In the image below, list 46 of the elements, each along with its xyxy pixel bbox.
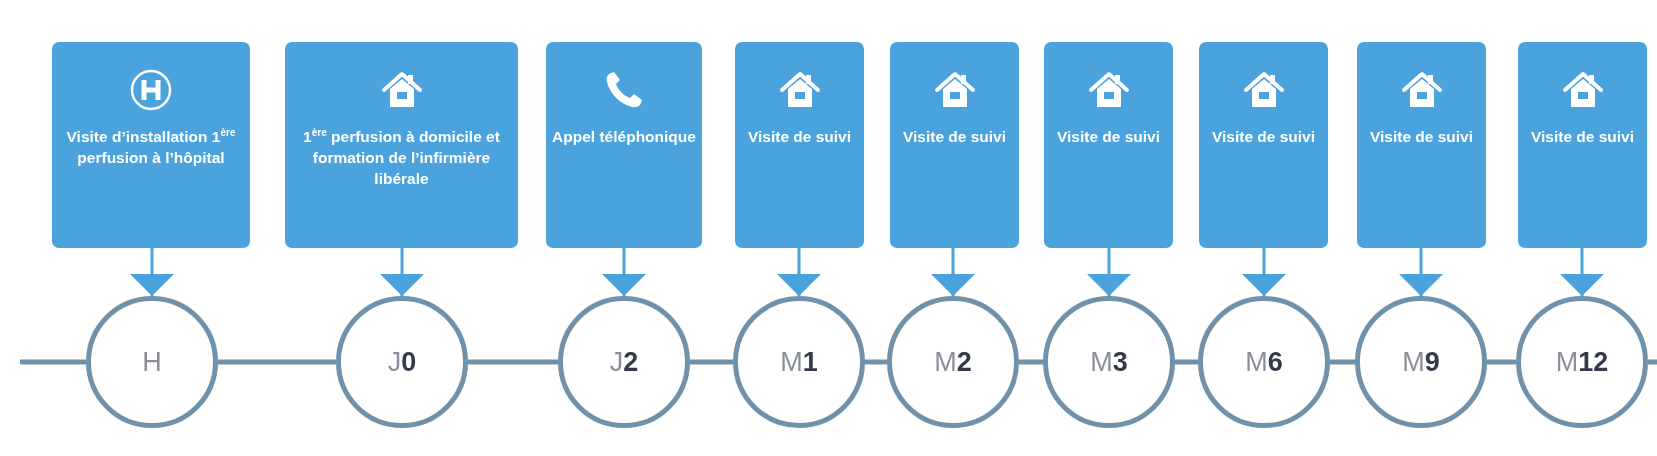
callout-text: Visite d’installation 1$^{ère}$ perfusion à l’hôpital [65, 126, 237, 168]
milestone-label: J2 [609, 346, 639, 378]
callout-box [1199, 42, 1328, 248]
callout-box [1357, 42, 1486, 248]
callout-pointer [602, 248, 646, 296]
callout-box [1044, 42, 1173, 248]
timeline-line [468, 359, 558, 365]
timeline-line [865, 359, 887, 365]
callout-text: Visite de suivi [746, 127, 853, 147]
timeline-line [1019, 359, 1043, 365]
timeline-line [20, 359, 86, 365]
callout-box [735, 42, 864, 248]
callout-text: Visite de suivi [1055, 127, 1162, 147]
callout-text: Visite de suivi [901, 127, 1008, 147]
milestone-label: M12 [1555, 346, 1609, 378]
callout-box [52, 42, 250, 248]
callout-pointer [1560, 248, 1604, 296]
callout-text: Appel téléphonique [551, 127, 697, 147]
milestone-label: H [142, 346, 162, 378]
callout-box [546, 42, 702, 248]
callout-text: Visite de suivi [1529, 127, 1636, 147]
milestone-label: M3 [1090, 346, 1128, 378]
callout-text: Visite de suivi [1368, 127, 1475, 147]
milestone-label: M1 [780, 346, 818, 378]
callout-box [1518, 42, 1647, 248]
timeline-line [1648, 359, 1657, 365]
timeline-line [1330, 359, 1355, 365]
callout-pointer [1242, 248, 1286, 296]
callout-box [890, 42, 1019, 248]
timeline-line [218, 359, 336, 365]
callout-pointer [380, 248, 424, 296]
milestone-label: M9 [1402, 346, 1440, 378]
callout-pointer [931, 248, 975, 296]
callout-box [285, 42, 518, 248]
milestone-label: M2 [934, 346, 972, 378]
callout-text: Visite de suivi [1210, 127, 1317, 147]
timeline-line [690, 359, 733, 365]
timeline-line [1175, 359, 1198, 365]
callout-pointer [1399, 248, 1443, 296]
callout-text: 1$^{ère}$ perfusion à domicile et formation de l’infirmière libérale [302, 126, 501, 189]
milestone-label: J0 [387, 346, 417, 378]
callout-pointer [777, 248, 821, 296]
callout-pointer [130, 248, 174, 296]
callout-pointer [1087, 248, 1131, 296]
milestone-label: M6 [1245, 346, 1283, 378]
timeline-line [1487, 359, 1516, 365]
